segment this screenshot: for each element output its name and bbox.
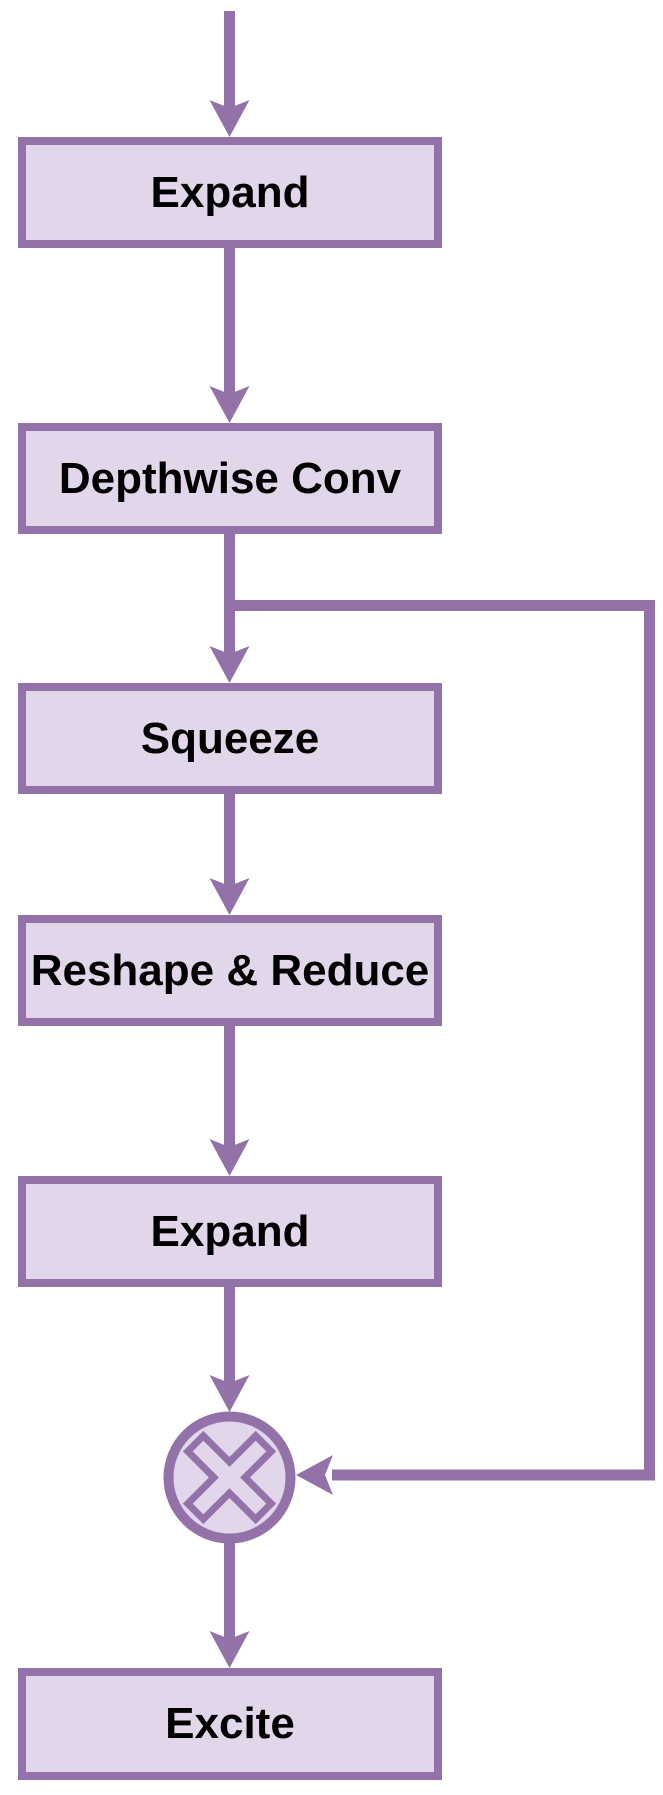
multiply-node [163,1411,296,1544]
node-expand-2: Expand [18,1176,442,1287]
arrow-squeeze-to-reshape [209,792,250,915]
arrow-input-to-expand1 [209,11,250,137]
node-expand-1: Expand [18,137,442,248]
arrow-expand1-to-depthwise [209,246,250,423]
node-depthwise-conv-label: Depthwise Conv [58,453,402,503]
multiply-icon [182,1430,277,1525]
arrow-reshape-to-expand2 [209,1024,250,1176]
node-expand-2-label: Expand [150,1206,310,1256]
node-depthwise-conv: Depthwise Conv [18,423,442,534]
node-reshape-reduce-label: Reshape & Reduce [30,945,430,995]
skip-connection-wire [229,600,655,1495]
node-reshape-reduce: Reshape & Reduce [18,915,442,1026]
arrow-expand2-to-multiply [209,1285,250,1412]
node-squeeze-label: Squeeze [140,713,320,763]
node-expand-1-label: Expand [150,167,310,217]
node-excite-label: Excite [165,1699,295,1748]
arrow-depthwise-to-squeeze [209,532,250,683]
node-excite: Excite [18,1668,442,1780]
arrow-multiply-to-excite [209,1542,250,1668]
node-squeeze: Squeeze [18,683,442,794]
